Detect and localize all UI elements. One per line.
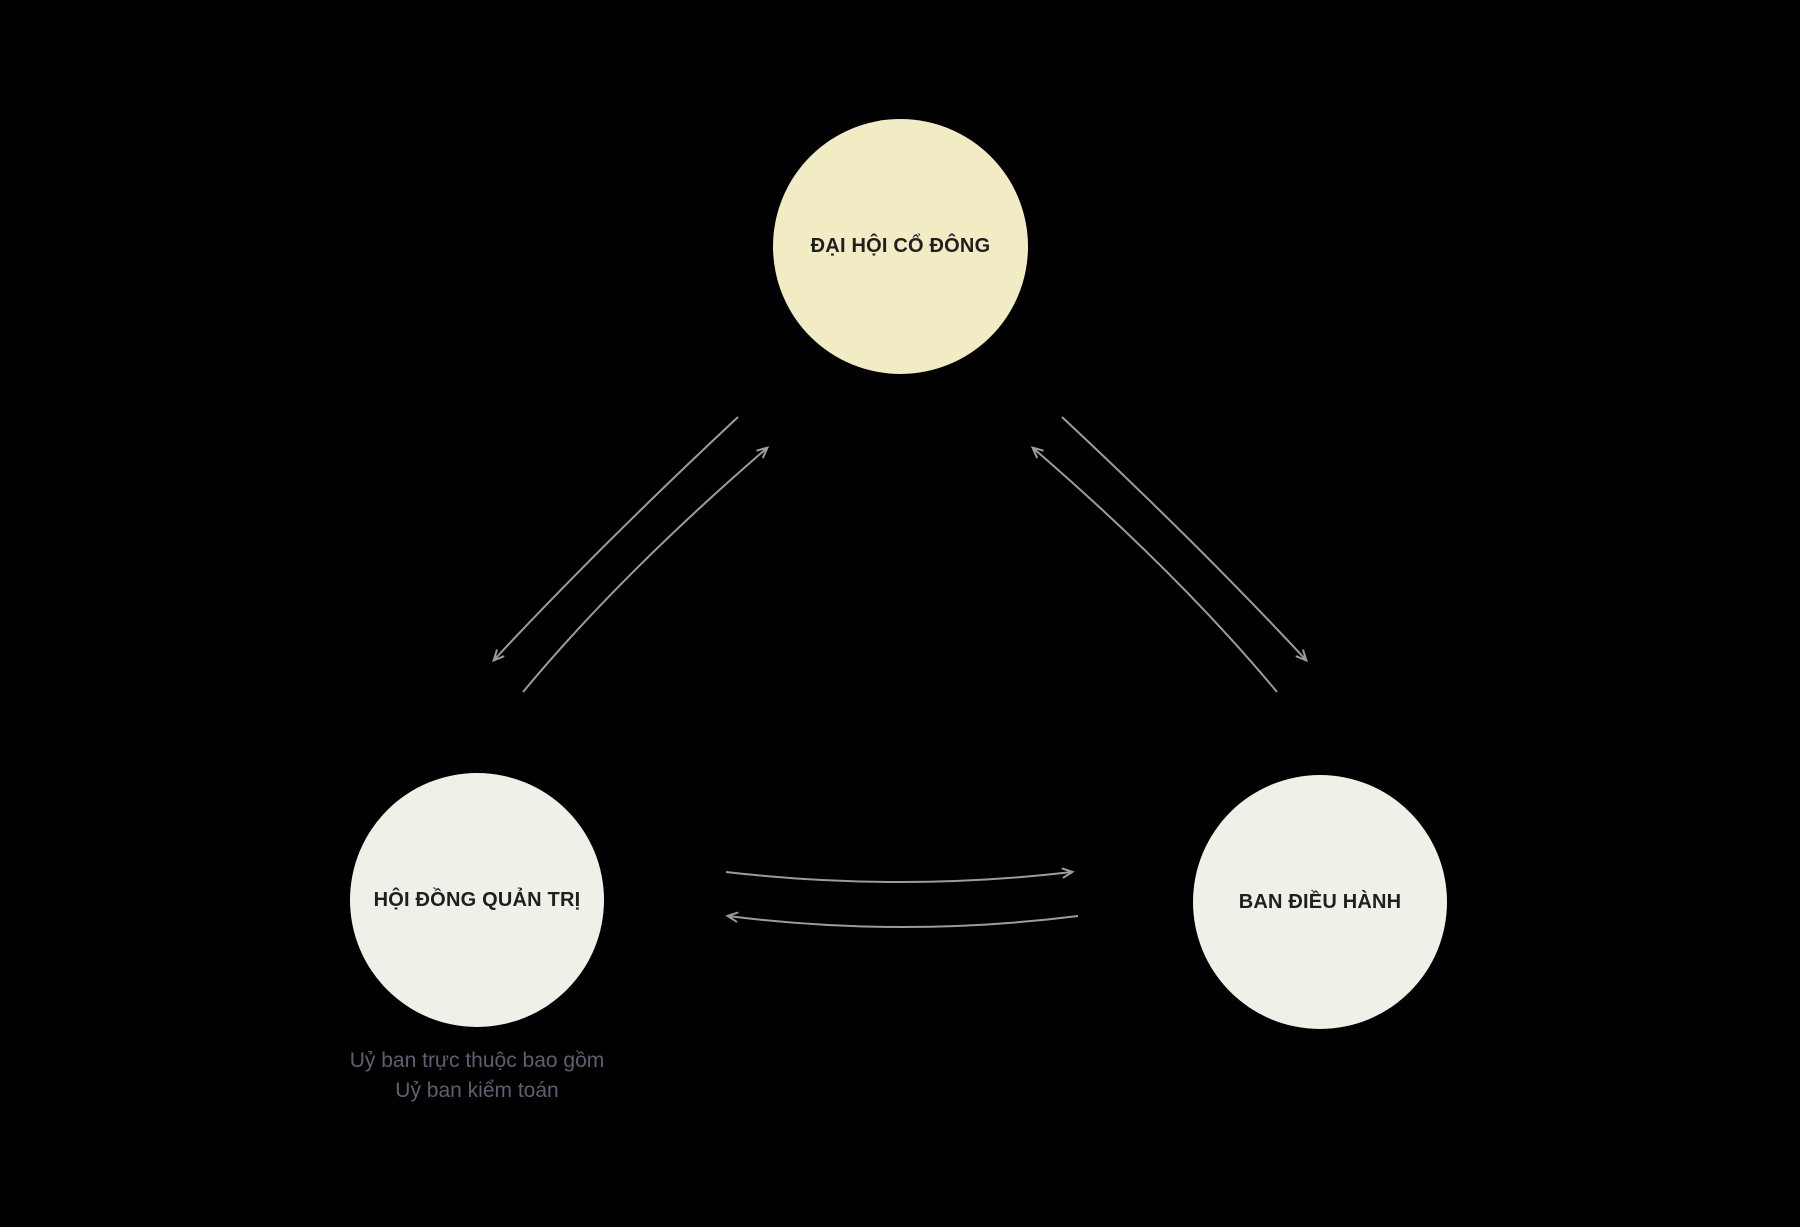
board-committees-note-line1: Uỷ ban trực thuộc bao gồm <box>349 1049 605 1072</box>
node-board-circle: HỘI ĐỒNG QUẢN TRỊ <box>350 773 604 1027</box>
arrow-shareholders-to-board-icon <box>492 416 739 663</box>
arrow-board-to-shareholders-icon <box>522 446 770 693</box>
arrow-shareholders-to-executive-icon <box>1061 416 1308 663</box>
board-committees-note-line2: Uỷ ban kiểm toán <box>395 1079 559 1102</box>
node-executive-circle: BAN ĐIỀU HÀNH <box>1193 775 1447 1029</box>
node-executive-label: BAN ĐIỀU HÀNH <box>1238 890 1402 913</box>
node-board-label: HỘI ĐỒNG QUẢN TRỊ <box>373 888 581 911</box>
board-committees-note: Uỷ ban trực thuộc bao gồm Uỷ ban kiểm to… <box>277 1046 677 1106</box>
node-shareholders-circle: ĐẠI HỘI CỔ ĐÔNG <box>773 119 1028 374</box>
arrow-board-to-executive-icon <box>725 867 1075 883</box>
arrow-executive-to-shareholders-icon <box>1030 446 1278 693</box>
node-shareholders-label: ĐẠI HỘI CỔ ĐÔNG <box>810 235 991 257</box>
arrow-executive-to-board-icon <box>725 911 1079 928</box>
